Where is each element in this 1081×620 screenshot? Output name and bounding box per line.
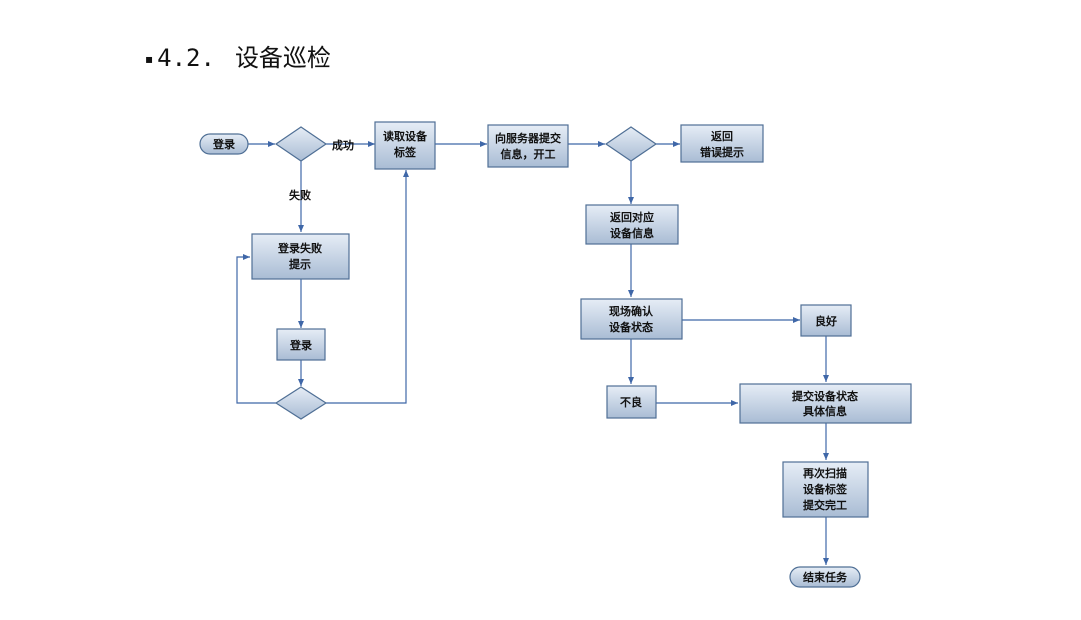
decision-retry <box>274 386 328 420</box>
node-submit-to-server-line2: 信息，开工 <box>501 147 556 161</box>
node-login-fail-tip: 登录失败 提示 <box>251 233 350 280</box>
node-rescan-submit-line3: 提交完工 <box>803 498 847 512</box>
decision-server <box>604 126 658 162</box>
node-login-retry-label: 登录 <box>289 338 312 352</box>
section-number: 4.2. <box>157 44 215 72</box>
node-return-error: 返回 错误提示 <box>680 124 764 163</box>
node-rescan-submit: 再次扫描 设备标签 提交完工 <box>782 461 869 518</box>
node-login-start-label: 登录 <box>212 137 235 151</box>
node-login-fail-tip-line2: 提示 <box>289 257 311 271</box>
node-login-fail-tip-line1: 登录失败 <box>277 241 322 255</box>
bullet-icon: ▪ <box>145 52 154 66</box>
node-login-start: 登录 <box>199 133 249 155</box>
node-submit-status-detail-line2: 具体信息 <box>803 404 847 418</box>
node-submit-status-detail-line1: 提交设备状态 <box>792 389 858 403</box>
node-good-label: 良好 <box>815 314 837 328</box>
node-submit-to-server-line1: 向服务器提交 <box>495 131 561 145</box>
node-bad: 不良 <box>606 385 657 419</box>
node-submit-to-server: 向服务器提交 信息，开工 <box>487 124 569 168</box>
decision-login <box>274 126 328 162</box>
node-read-tag-line1: 读取设备 <box>383 129 428 143</box>
node-confirm-status-line1: 现场确认 <box>609 304 654 318</box>
node-read-tag: 读取设备 标签 <box>374 121 436 170</box>
node-end-task-label: 结束任务 <box>802 570 848 584</box>
node-return-device-info: 返回对应 设备信息 <box>585 204 679 245</box>
node-confirm-status: 现场确认 设备状态 <box>580 298 683 340</box>
edge-loop-back <box>236 254 276 404</box>
node-rescan-submit-line2: 设备标签 <box>803 482 848 496</box>
node-login-retry: 登录 <box>276 328 326 361</box>
node-end-task: 结束任务 <box>789 566 861 588</box>
edge-label-success: 成功 <box>332 138 354 152</box>
node-return-device-info-line1: 返回对应 <box>610 210 654 224</box>
node-confirm-status-line2: 设备状态 <box>609 320 653 334</box>
node-return-error-line2: 错误提示 <box>700 145 744 159</box>
edge-label-fail: 失败 <box>289 188 311 202</box>
edges <box>236 141 829 565</box>
section-heading: ▪4.2. 设备巡检 <box>145 38 331 73</box>
node-good: 良好 <box>800 304 852 337</box>
node-read-tag-line2: 标签 <box>393 145 417 159</box>
node-bad-label: 不良 <box>620 395 642 409</box>
edge-decision3-to-read <box>326 170 409 404</box>
node-return-device-info-line2: 设备信息 <box>610 226 654 240</box>
node-return-error-line1: 返回 <box>711 129 733 143</box>
node-rescan-submit-line1: 再次扫描 <box>803 466 847 480</box>
node-submit-status-detail: 提交设备状态 具体信息 <box>739 383 912 424</box>
section-title: 设备巡检 <box>234 44 331 72</box>
